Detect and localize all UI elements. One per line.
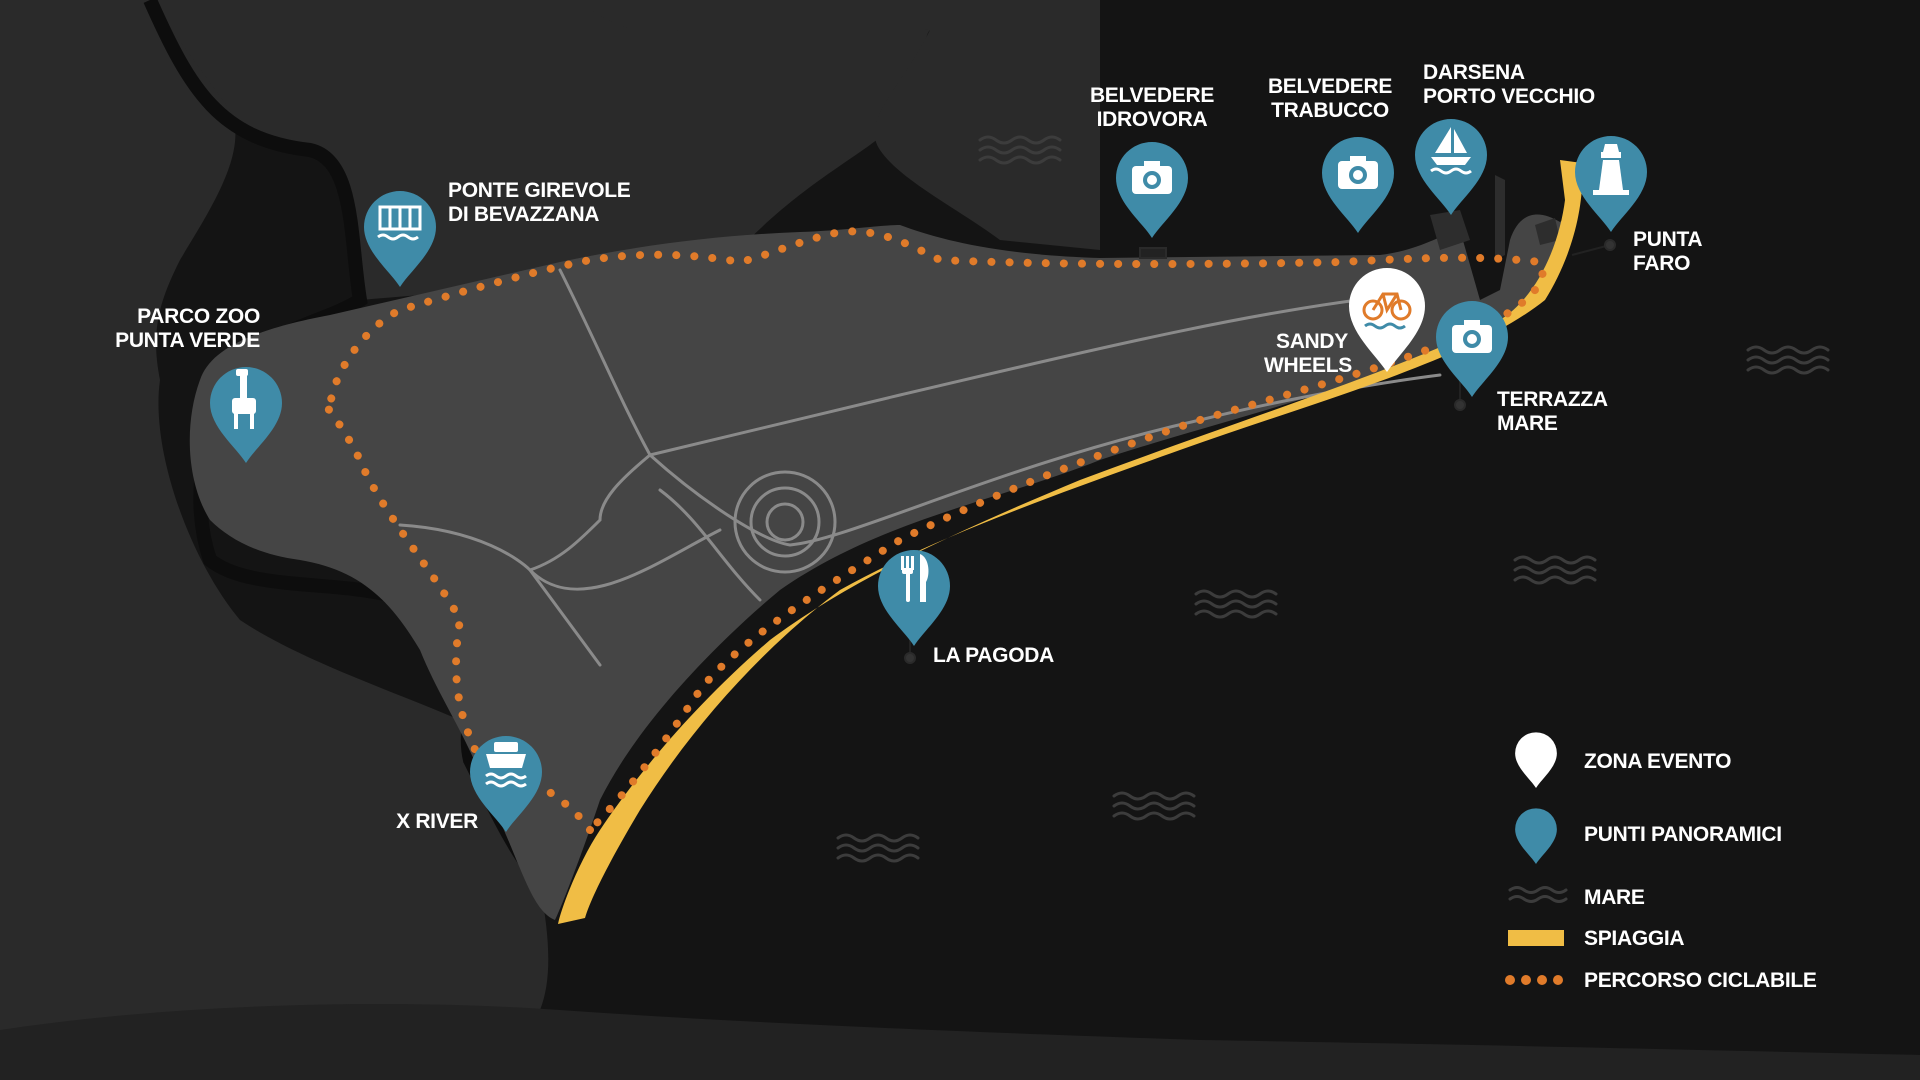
beach-swatch [1508, 930, 1564, 946]
pin-x-river[interactable] [470, 736, 542, 832]
event-pin-icon [1515, 732, 1557, 788]
bike-path-swatch [1505, 975, 1563, 985]
legend-punti-panoramici: PUNTI PANORAMICI [1515, 808, 1782, 864]
sea-waves [836, 135, 1830, 863]
pin-la-pagoda[interactable] [878, 550, 950, 646]
legend: ZONA EVENTO PUNTI PANORAMICI MARE SPIAGG… [1505, 732, 1817, 992]
legend-percorso-ciclabile: PERCORSO CICLABILE [1505, 969, 1817, 992]
wave-icon [1508, 886, 1568, 903]
label-sandy-wheels-1: SANDY [1276, 330, 1348, 353]
pin-ponte-girevole[interactable] [364, 191, 436, 287]
legend-label-percorso-ciclabile: PERCORSO CICLABILE [1584, 969, 1817, 992]
label-ponte-girevole-2: DI BEVAZZANA [448, 203, 599, 226]
sailboat-icon [1430, 127, 1472, 175]
pin-sandy-wheels[interactable] [1349, 268, 1425, 372]
pin-darsena[interactable] [1415, 119, 1487, 215]
peninsula-land [189, 165, 1585, 920]
panoramic-pin-icon [1515, 808, 1557, 864]
label-belvedere-trabucco-2: TRABUCCO [1271, 99, 1389, 122]
pin-belvedere-trabucco[interactable] [1322, 137, 1394, 233]
pin-parco-zoo[interactable] [210, 367, 282, 463]
label-belvedere-trabucco-1: BELVEDERE [1268, 75, 1392, 98]
label-punta-faro-1: PUNTA [1633, 228, 1702, 251]
legend-label-zona-evento: ZONA EVENTO [1584, 750, 1731, 773]
label-darsena-2: PORTO VECCHIO [1423, 85, 1595, 108]
label-punta-faro-2: FARO [1633, 252, 1690, 275]
lighthouse-icon [1593, 144, 1629, 195]
camera-icon [1452, 320, 1492, 353]
legend-mare: MARE [1508, 886, 1645, 909]
leader-lines [904, 239, 1616, 664]
bike-path [323, 227, 1547, 834]
legend-label-punti-panoramici: PUNTI PANORAMICI [1584, 823, 1782, 846]
label-la-pagoda: LA PAGODA [933, 644, 1054, 667]
road-network [398, 268, 1442, 667]
pin-belvedere-idrovora[interactable] [1116, 142, 1188, 238]
giraffe-icon [232, 369, 256, 429]
harbour [1430, 175, 1560, 260]
label-terrazza-mare-2: MARE [1497, 412, 1558, 435]
legend-spiaggia: SPIAGGIA [1508, 927, 1685, 950]
label-x-river: X RIVER [396, 810, 478, 833]
camera-icon [1132, 161, 1172, 194]
label-ponte-girevole-1: PONTE GIREVOLE [448, 179, 631, 202]
label-darsena-1: DARSENA [1423, 61, 1525, 84]
legend-label-spiaggia: SPIAGGIA [1584, 927, 1684, 950]
label-belvedere-idrovora-1: BELVEDERE [1090, 84, 1214, 107]
fork-knife-icon [901, 554, 929, 602]
label-terrazza-mare-1: TERRAZZA [1497, 388, 1608, 411]
label-parco-zoo-2: PUNTA VERDE [115, 329, 260, 352]
label-belvedere-idrovora-2: IDROVORA [1097, 108, 1208, 131]
place-labels: PARCO ZOO PUNTA VERDE PONTE GIREVOLE DI … [115, 61, 1703, 833]
pin-punta-faro[interactable] [1575, 136, 1647, 232]
bicycle-icon [1362, 292, 1412, 330]
legend-label-mare: MARE [1584, 886, 1645, 909]
pin-terrazza-mare[interactable] [1436, 301, 1508, 397]
legend-zona-evento: ZONA EVENTO [1515, 732, 1732, 788]
bridge-icon [377, 205, 422, 241]
label-parco-zoo-1: PARCO ZOO [137, 305, 260, 328]
ferry-icon [485, 742, 527, 788]
camera-icon [1338, 156, 1378, 189]
label-sandy-wheels-2: WHEELS [1264, 354, 1352, 377]
